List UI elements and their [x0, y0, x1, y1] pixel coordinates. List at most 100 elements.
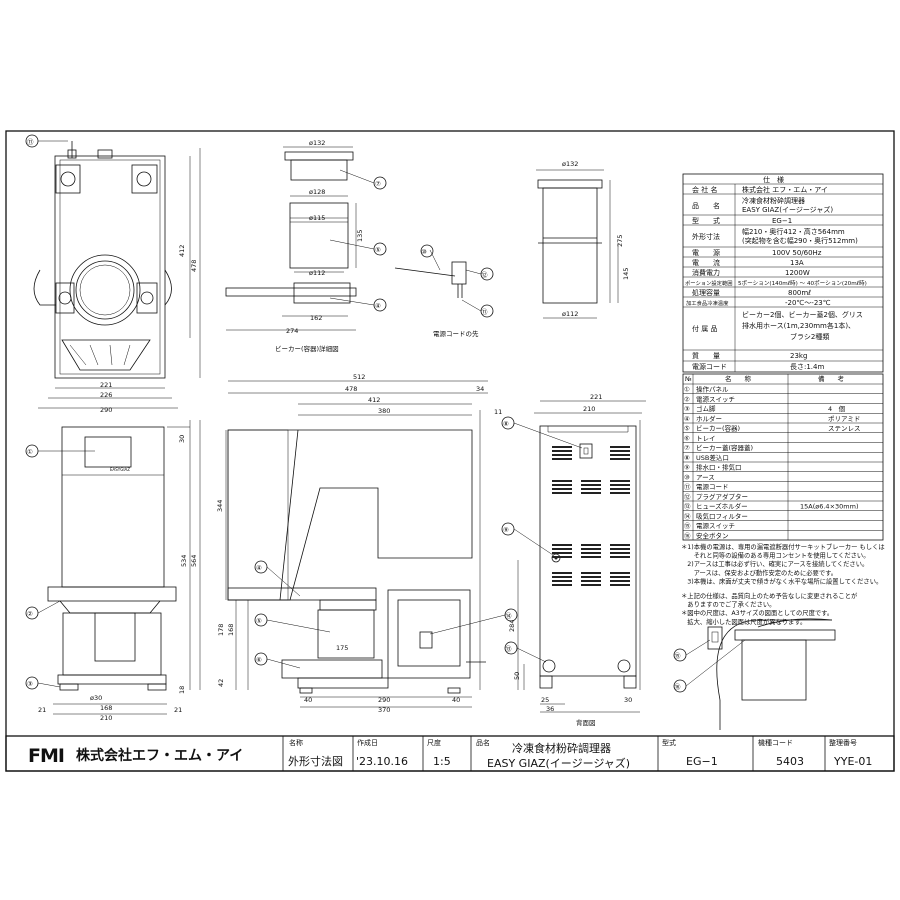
vent-slot [581, 544, 601, 546]
dim-bk-50: 50 [513, 672, 521, 680]
vent-slot [610, 576, 630, 578]
tb-code-value: 5403 [776, 755, 804, 768]
balloon-4-b: ④ [256, 564, 262, 572]
vent-slot [552, 450, 572, 452]
vent-slot [552, 556, 572, 558]
tb-model-value: EG−1 [686, 755, 718, 768]
dim-ft-21b: 21 [174, 706, 182, 714]
dim-sd-11: 11 [494, 408, 502, 416]
balloon-8: ⑧ [503, 420, 509, 428]
vent-slot [581, 556, 601, 558]
parts-row-no: ⑫ [684, 493, 691, 501]
note-line: 3)本機は、床面が丈夫で傾きがなく水平な場所に設置してください。 [681, 576, 882, 585]
dim-top-phi132: ø132 [309, 139, 325, 147]
vent-slot [610, 584, 630, 586]
balloon-15: ⑮ [674, 652, 681, 660]
dim-bk-36: 36 [546, 705, 554, 713]
balloon-1: ① [27, 448, 33, 456]
back-vents [552, 446, 630, 586]
dim-top-phi115: ø115 [309, 214, 325, 222]
balloon-3: ③ [27, 680, 33, 688]
dim-cup-phi132: ø132 [562, 160, 578, 168]
tb-date-value: '23.10.16 [356, 755, 408, 768]
parts-row-no: ⑪ [684, 483, 691, 491]
parts-row-no: ⑦ [684, 444, 690, 452]
spec-val-dimensions: 幅210・奥行412・高さ564mm (突起物を含む幅290・奥行512mm) [742, 227, 858, 245]
beaker-detail-label: ビーカー(容器)詳細図 [275, 344, 339, 353]
balloon-2: ② [27, 610, 33, 618]
spec-val-current: 13A [790, 259, 804, 267]
company-logo: FMI [28, 745, 64, 767]
parts-row-no: ⑧ [684, 454, 690, 462]
spec-val-portion: 5ポーション(140mℓ時) 〜 40ポーション(20mℓ時) [738, 279, 867, 287]
spec-val-capacity: 800mℓ [788, 289, 811, 297]
parts-row-remark: 4 個 [828, 404, 846, 413]
parts-row-name: ゴム脚 [696, 404, 716, 413]
vent-slot [581, 576, 601, 578]
dim-bk-30: 30 [624, 696, 632, 704]
dim-cup-phi112: ø112 [562, 310, 578, 318]
balloon-11-b: ⑪ [481, 308, 488, 316]
dim-top-phi112: ø112 [309, 269, 325, 277]
parts-row-name: 吸気口フィルター [696, 511, 748, 520]
vent-slot [581, 480, 601, 482]
tb-product-label: 品名 [476, 738, 490, 747]
spec-val-cord: 長さ:1.4m [790, 363, 824, 371]
spec-key-current: 電 流 [692, 258, 720, 267]
note-line: 2)アースは工事は必ず行い、確実にアースを接続してください。 [681, 559, 868, 568]
balloon-14: ⑭ [505, 612, 512, 620]
balloon-5-a: ⑤ [375, 246, 381, 254]
dim-ft-168: 168 [100, 704, 112, 712]
dim-sd-512: 512 [353, 373, 365, 381]
parts-row-no: ⑮ [684, 522, 691, 530]
parts-row-name: ビーカー(容器) [696, 424, 740, 433]
tb-code-label: 機種コード [758, 738, 793, 747]
spec-title: 仕 様 [763, 175, 784, 184]
tb-ref-label: 整理番号 [829, 738, 857, 747]
parts-row-no: ⑭ [684, 512, 691, 520]
tb-name-value: 外形寸法図 [288, 754, 343, 768]
balloon-13: ⑬ [505, 645, 512, 653]
vent-slot [581, 548, 601, 550]
dim-fr-412: 412 [178, 245, 186, 257]
parts-row-no: ⑯ [684, 532, 691, 540]
dim-ft-564: 564 [190, 555, 198, 567]
note-line: アースは、保安および動作安定のために必要です。 [681, 568, 837, 577]
vent-slot [610, 492, 630, 494]
vent-slot [610, 450, 630, 452]
parts-row-no: ③ [684, 405, 690, 413]
balloon-4-a: ④ [375, 302, 381, 310]
note-line: ＊上記の仕様は、品質向上のため予告なしに変更されることが [681, 591, 858, 600]
parts-row-name: トレイ [696, 434, 716, 442]
dim-ft-phi30: ø30 [90, 694, 102, 702]
switch-detail-view [707, 618, 836, 730]
parts-row-name: 電源コード [696, 482, 729, 491]
vent-slot [581, 484, 601, 486]
vent-slot [581, 552, 601, 554]
dim-fr-290: 290 [100, 406, 112, 414]
dim-top-135: 135 [356, 230, 364, 242]
dim-top-phi128: ø128 [309, 188, 325, 196]
dim-bk-284: 284 [508, 620, 516, 632]
parts-row-remark: 15A(ø6.4×30mm) [800, 503, 858, 511]
plan-view [33, 141, 201, 409]
dim-cup-145: 145 [622, 268, 630, 280]
note-line: ＊図中の尺度は、A3サイズの図面としての尺度です。 [681, 608, 833, 617]
parts-row-remark: ポリアミド [828, 415, 860, 423]
vent-slot [552, 446, 572, 448]
spec-key-portion: ポーション設定範囲 [685, 279, 733, 287]
vent-slot [552, 548, 572, 550]
parts-row-no: ② [684, 395, 690, 403]
tb-scale-label: 尺度 [427, 738, 441, 747]
balloon-16: ⑯ [674, 683, 681, 691]
parts-header-no: № [684, 375, 692, 383]
parts-table [682, 373, 884, 541]
parts-row-name: ビーカー蓋(容器蓋) [696, 443, 753, 452]
dim-ft-210: 210 [100, 714, 112, 722]
spec-key-dimensions: 外形寸法 [692, 232, 720, 241]
parts-row-name: 安全ボタン [696, 531, 729, 540]
spec-key-power: 電 源 [692, 248, 720, 257]
dim-sd-40a: 40 [304, 696, 312, 704]
spec-key-company: 会 社 名 [692, 185, 717, 194]
spec-val-mass: 23kg [790, 352, 807, 360]
